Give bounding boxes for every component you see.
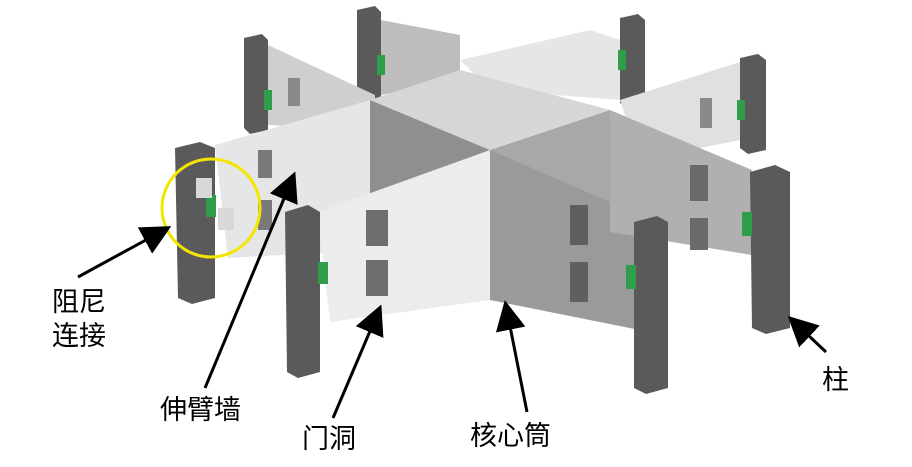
label-core-tube: 核心筒 — [470, 421, 551, 452]
label-column: 柱 — [822, 365, 849, 396]
arrow-core-tube — [495, 300, 529, 413]
damper — [206, 195, 216, 217]
column-front-left — [175, 142, 215, 304]
arrow-column — [787, 315, 828, 354]
label-damper-line1: 阻尼 — [52, 287, 106, 318]
column-back-1 — [244, 34, 268, 134]
door-opening — [258, 200, 272, 230]
back-columns — [244, 6, 766, 154]
damper — [264, 90, 272, 110]
damper — [626, 265, 636, 289]
outrigger-wall-right — [610, 110, 752, 255]
arrow-damper — [77, 226, 172, 279]
highlight-circle — [160, 157, 262, 259]
door-opening — [366, 210, 388, 246]
column-back-4 — [740, 54, 766, 154]
damper — [737, 100, 745, 120]
door-opening — [700, 98, 712, 128]
label-damper-line2: 连接 — [52, 321, 106, 352]
outrigger-wall-front — [318, 150, 490, 322]
arrow-outrigger-wall — [203, 171, 298, 389]
door-opening — [570, 262, 588, 302]
arrow-door-opening — [331, 304, 384, 419]
back-wall-center — [381, 20, 460, 95]
damper-plate — [196, 178, 212, 198]
outrigger-wall-front-right — [490, 150, 640, 330]
damper-plate — [218, 208, 234, 230]
door-opening — [258, 150, 272, 178]
label-door-opening: 门洞 — [302, 424, 356, 455]
door-opening — [690, 218, 708, 250]
column-right — [750, 165, 790, 334]
column-front-middle — [285, 205, 320, 378]
damper — [318, 262, 328, 284]
label-outrigger-wall: 伸臂墙 — [160, 395, 241, 426]
damper — [742, 212, 752, 236]
column-front-right — [634, 216, 668, 394]
damper-connections — [196, 50, 752, 289]
door-opening — [288, 78, 300, 106]
label-damper-connection: 阻尼 连接 — [52, 286, 106, 354]
door-opening — [366, 260, 388, 296]
column-back-3 — [620, 14, 645, 109]
door-opening — [690, 165, 708, 201]
door-opening — [570, 205, 588, 245]
column-back-2 — [357, 6, 381, 104]
damper — [377, 55, 385, 75]
damper — [618, 50, 626, 70]
